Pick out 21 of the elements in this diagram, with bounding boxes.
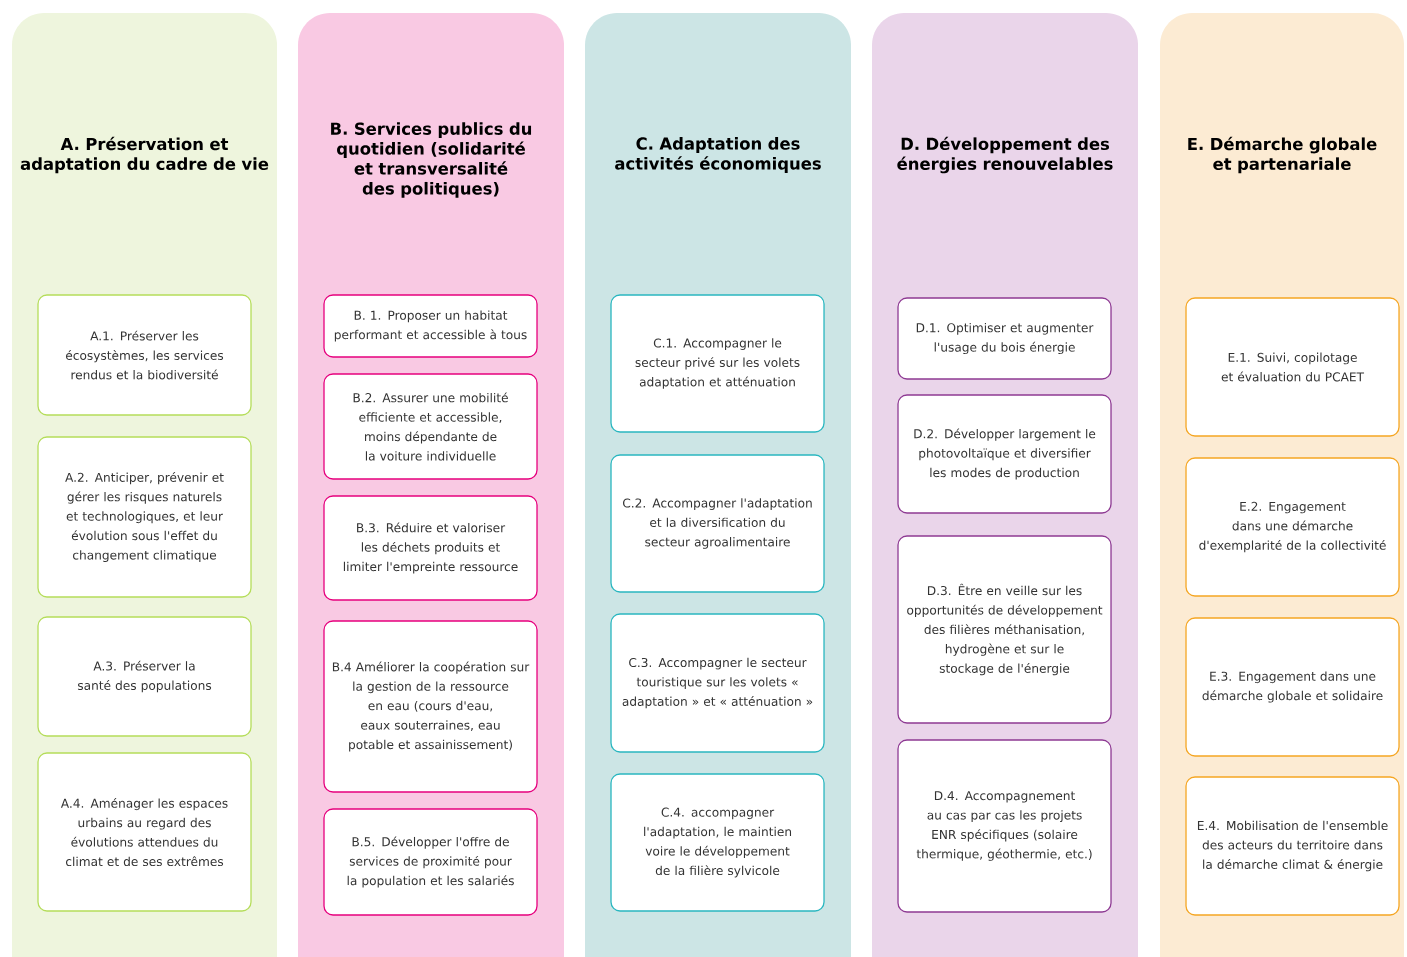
action-box: D.2. Développer largement le photovoltaïque et diversifier les modes de production — [897, 394, 1112, 514]
action-box: D.1. Optimiser et augmenter l'usage du bois énergie — [897, 297, 1112, 380]
action-box: B.3. Réduire et valoriser les déchets produits et limiter l'empreinte ressource — [323, 495, 538, 601]
action-box: C.3. Accompagner le secteur touristique sur les volets « adaptation » et « atténuation » — [610, 613, 825, 753]
action-box: E.3. Engagement dans une démarche globale et solidaire — [1185, 617, 1400, 757]
action-box: E.2. Engagement dans une démarche d'exemplarité de la collectivité — [1185, 457, 1400, 597]
action-box: A.1. Préserver les écosystèmes, les services rendus et la biodiversité — [37, 294, 252, 416]
action-box: C.2. Accompagner l'adaptation et la diversification du secteur agroalimentaire — [610, 454, 825, 593]
action-box: C.4. accompagner l'adaptation, le maintien voire le développement de la filière sylvicole — [610, 773, 825, 912]
action-box: D.3. Être en veille sur les opportunités de développement des filières méthanisation, hydrogène et sur le stockage de l'énergie — [897, 535, 1112, 724]
action-box: D.4. Accompagnement au cas par cas les projets ENR spécifiques (solaire thermique, géothermie, etc.) — [897, 739, 1112, 913]
action-box: A.3. Préserver la santé des populations — [37, 616, 252, 737]
action-box: B. 1. Proposer un habitat performant et accessible à tous — [323, 294, 538, 358]
action-box: B.4 Améliorer la coopération sur la gestion de la ressource en eau (cours d'eau, eaux souterraines, eau potable et assainissement) — [323, 620, 538, 793]
action-box: E.4. Mobilisation de l'ensemble des acteurs du territoire dans la démarche climat & énergie — [1185, 776, 1400, 916]
action-box: E.1. Suivi, copilotage et évaluation du PCAET — [1185, 297, 1400, 437]
action-box: C.1. Accompagner le secteur privé sur les volets adaptation et atténuation — [610, 294, 825, 433]
action-box: A.4. Aménager les espaces urbains au regard des évolutions attendues du climat et de ses extrêmes — [37, 752, 252, 912]
action-box: B.2. Assurer une mobilité efficiente et accessible, moins dépendante de la voiture individuelle — [323, 373, 538, 480]
action-box: B.5. Développer l'offre de services de proximité pour la population et les salariés — [323, 808, 538, 916]
action-box: A.2. Anticiper, prévenir et gérer les risques naturels et technologiques, et leur évolution sous l'effet du changement climatique — [37, 436, 252, 598]
